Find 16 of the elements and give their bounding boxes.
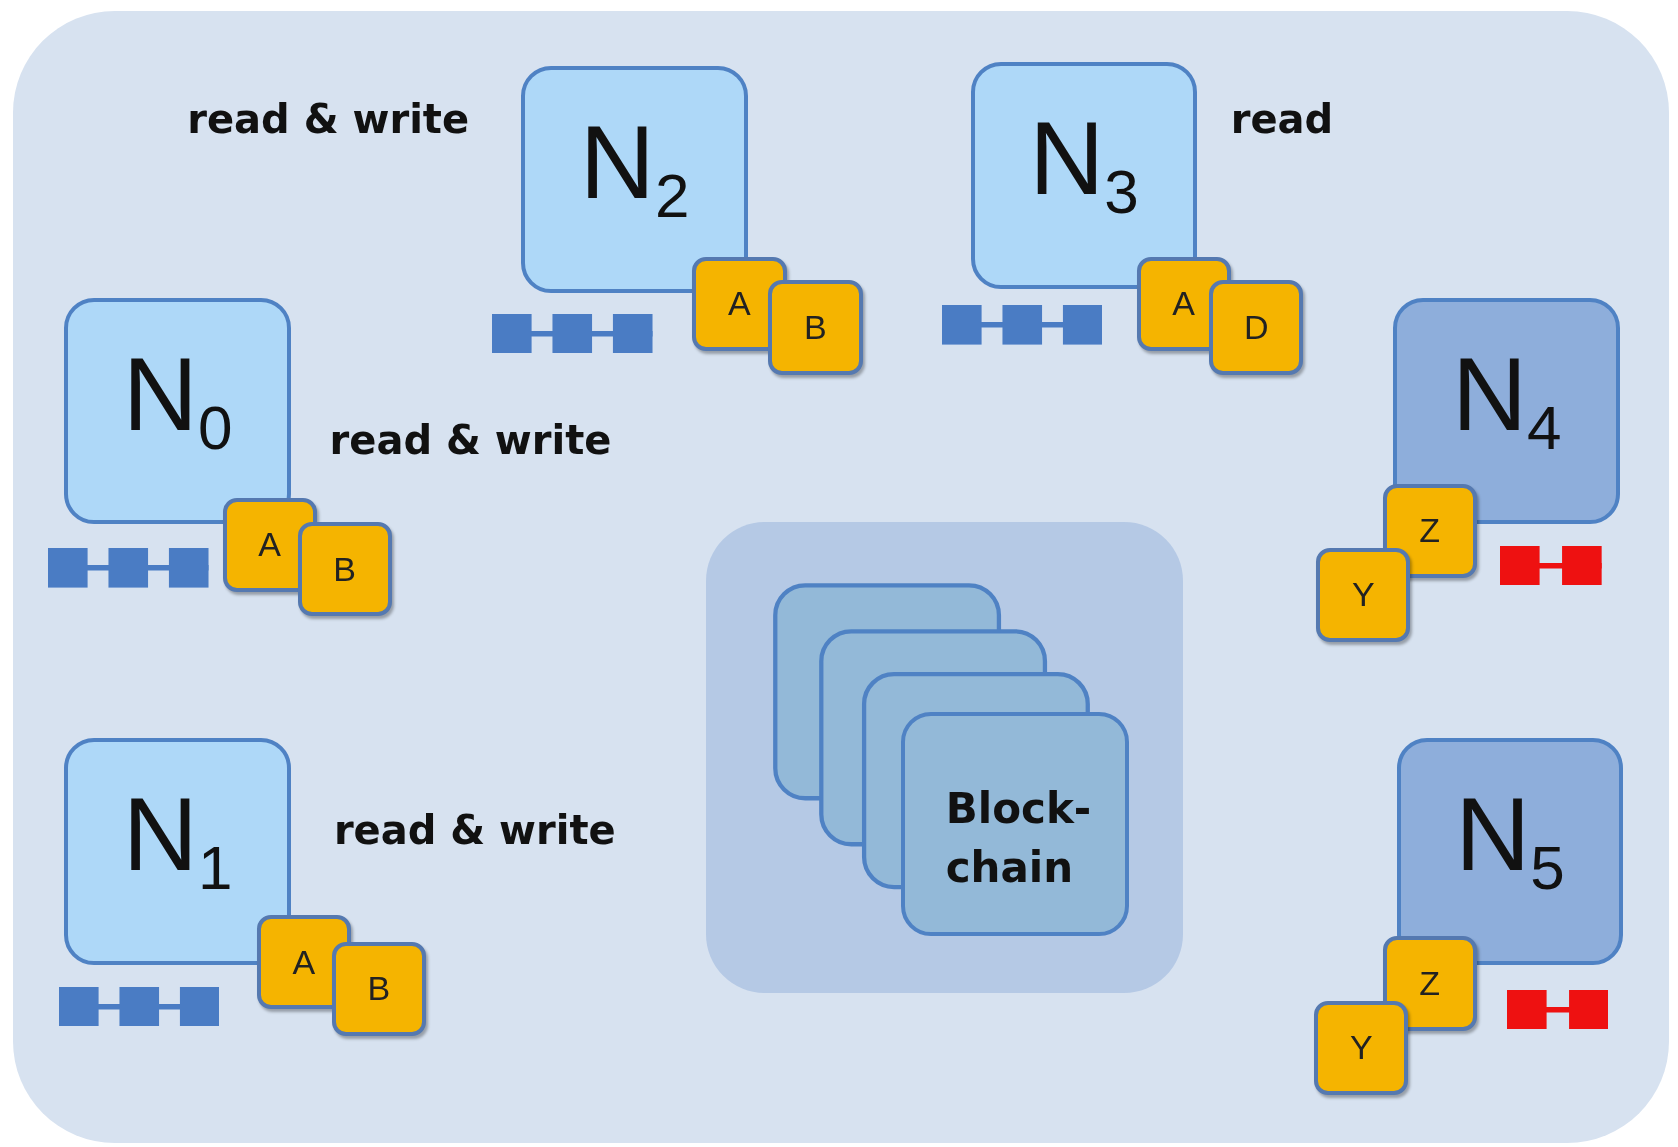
access-label: read & write (187, 96, 470, 143)
tag-square: D (1209, 280, 1304, 375)
tag-square: Y (1316, 547, 1411, 643)
tag-square: Y (1314, 1000, 1409, 1095)
access-label: read (1230, 96, 1334, 143)
tag-square: B (768, 280, 863, 375)
tag-square: B (297, 522, 392, 617)
tag-square: B (331, 941, 426, 1036)
access-label: read & write (333, 806, 616, 853)
access-label: read & write (329, 417, 612, 464)
block-card: Block- chain (901, 711, 1129, 937)
node-box: N$_{3}$ (970, 62, 1198, 289)
node-box: N$_{0}$ (64, 297, 292, 525)
tag-square: Z (1382, 936, 1477, 1031)
node-box: N$_{1}$ (64, 738, 292, 966)
node-box: N$_{5}$ (1396, 738, 1624, 966)
